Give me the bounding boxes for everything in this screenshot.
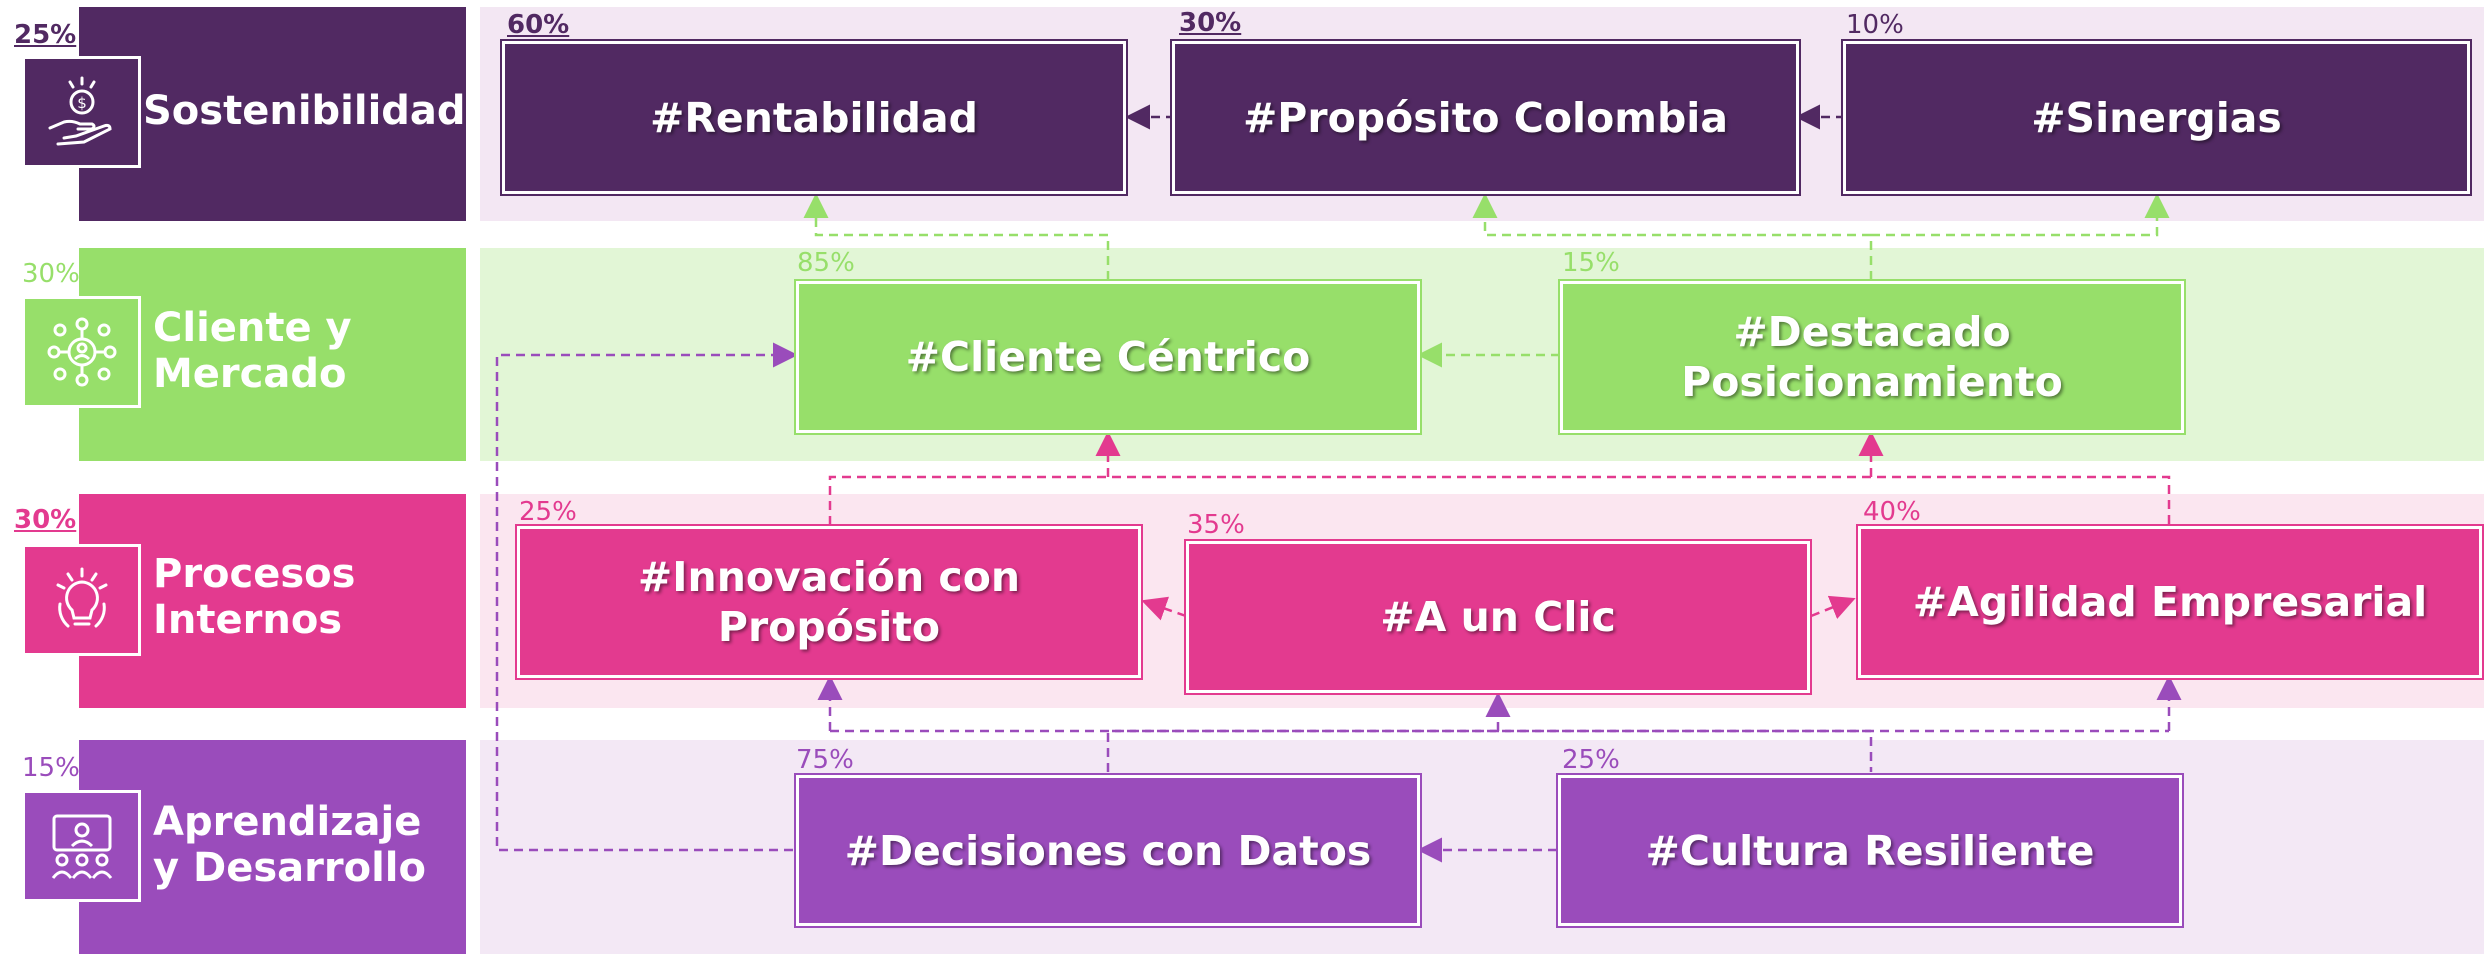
money-hand-icon: $ bbox=[22, 56, 141, 168]
perspective-label-cliente: Cliente y Mercado bbox=[153, 305, 352, 397]
objective-pct-agilidad: 40% bbox=[1863, 497, 1921, 527]
objective-pct-cultura: 25% bbox=[1562, 745, 1620, 775]
objective-label-decisiones: #Decisiones con Datos bbox=[844, 826, 1372, 875]
gear-lightbulb-icon bbox=[22, 544, 141, 656]
objective-label-destacado: #Destacado Posicionamiento bbox=[1681, 308, 2063, 406]
objective-label-a-un-clic: #A un Clic bbox=[1380, 593, 1616, 641]
objective-pct-a-un-clic: 35% bbox=[1187, 510, 1245, 540]
objective-proposito-colombia[interactable]: #Propósito Colombia bbox=[1172, 41, 1799, 194]
perspective-pct-procesos: 30% bbox=[14, 505, 77, 535]
network-people-icon bbox=[22, 296, 141, 408]
objective-label-cultura: #Cultura Resiliente bbox=[1645, 826, 2095, 875]
objective-pct-destacado: 15% bbox=[1562, 248, 1620, 278]
training-group-icon bbox=[22, 790, 141, 902]
objective-label-innovacion: #Innovación con Propósito bbox=[637, 553, 1021, 651]
perspective-pct-aprendizaje: 15% bbox=[22, 753, 80, 783]
objective-sinergias[interactable]: #Sinergias bbox=[1843, 41, 2470, 194]
objective-label-rentabilidad: #Rentabilidad bbox=[649, 93, 979, 142]
objective-pct-sinergias: 10% bbox=[1846, 10, 1904, 40]
objective-pct-innovacion: 25% bbox=[519, 497, 577, 527]
objective-pct-proposito: 30% bbox=[1179, 8, 1242, 38]
perspective-cliente bbox=[79, 248, 466, 461]
objective-label-agilidad: #Agilidad Empresarial bbox=[1912, 578, 2428, 626]
objective-pct-cliente-centrico: 85% bbox=[797, 248, 855, 278]
svg-text:$: $ bbox=[77, 94, 87, 112]
perspective-label-procesos: Procesos Internos bbox=[153, 551, 356, 643]
objective-label-cliente-centrico: #Cliente Céntrico bbox=[905, 333, 1311, 381]
objective-pct-rentabilidad: 60% bbox=[507, 10, 570, 40]
perspective-sostenibilidad bbox=[79, 7, 466, 221]
perspective-label-aprendizaje: Aprendizaje y Desarrollo bbox=[153, 799, 426, 891]
objective-pct-decisiones: 75% bbox=[796, 745, 854, 775]
objective-agilidad-empresarial[interactable]: #Agilidad Empresarial bbox=[1858, 526, 2482, 678]
objective-cliente-centrico[interactable]: #Cliente Céntrico bbox=[796, 281, 1420, 433]
objective-rentabilidad[interactable]: #Rentabilidad bbox=[502, 41, 1126, 194]
objective-decisiones-con-datos[interactable]: #Decisiones con Datos bbox=[796, 775, 1420, 926]
objective-label-proposito: #Propósito Colombia bbox=[1242, 93, 1729, 142]
perspective-pct-sostenibilidad: 25% bbox=[14, 20, 77, 50]
objective-a-un-clic[interactable]: #A un Clic bbox=[1186, 541, 1810, 693]
objective-innovacion-con-proposito[interactable]: #Innovación con Propósito bbox=[517, 526, 1141, 678]
objective-destacado-posicionamiento[interactable]: #Destacado Posicionamiento bbox=[1560, 281, 2184, 433]
objective-cultura-resiliente[interactable]: #Cultura Resiliente bbox=[1558, 775, 2182, 926]
perspective-procesos bbox=[79, 494, 466, 708]
objective-label-sinergias: #Sinergias bbox=[2031, 93, 2282, 142]
perspective-aprendizaje bbox=[79, 740, 466, 954]
perspective-label-sostenibilidad: Sostenibilidad bbox=[143, 88, 466, 134]
perspective-pct-cliente: 30% bbox=[22, 259, 80, 289]
